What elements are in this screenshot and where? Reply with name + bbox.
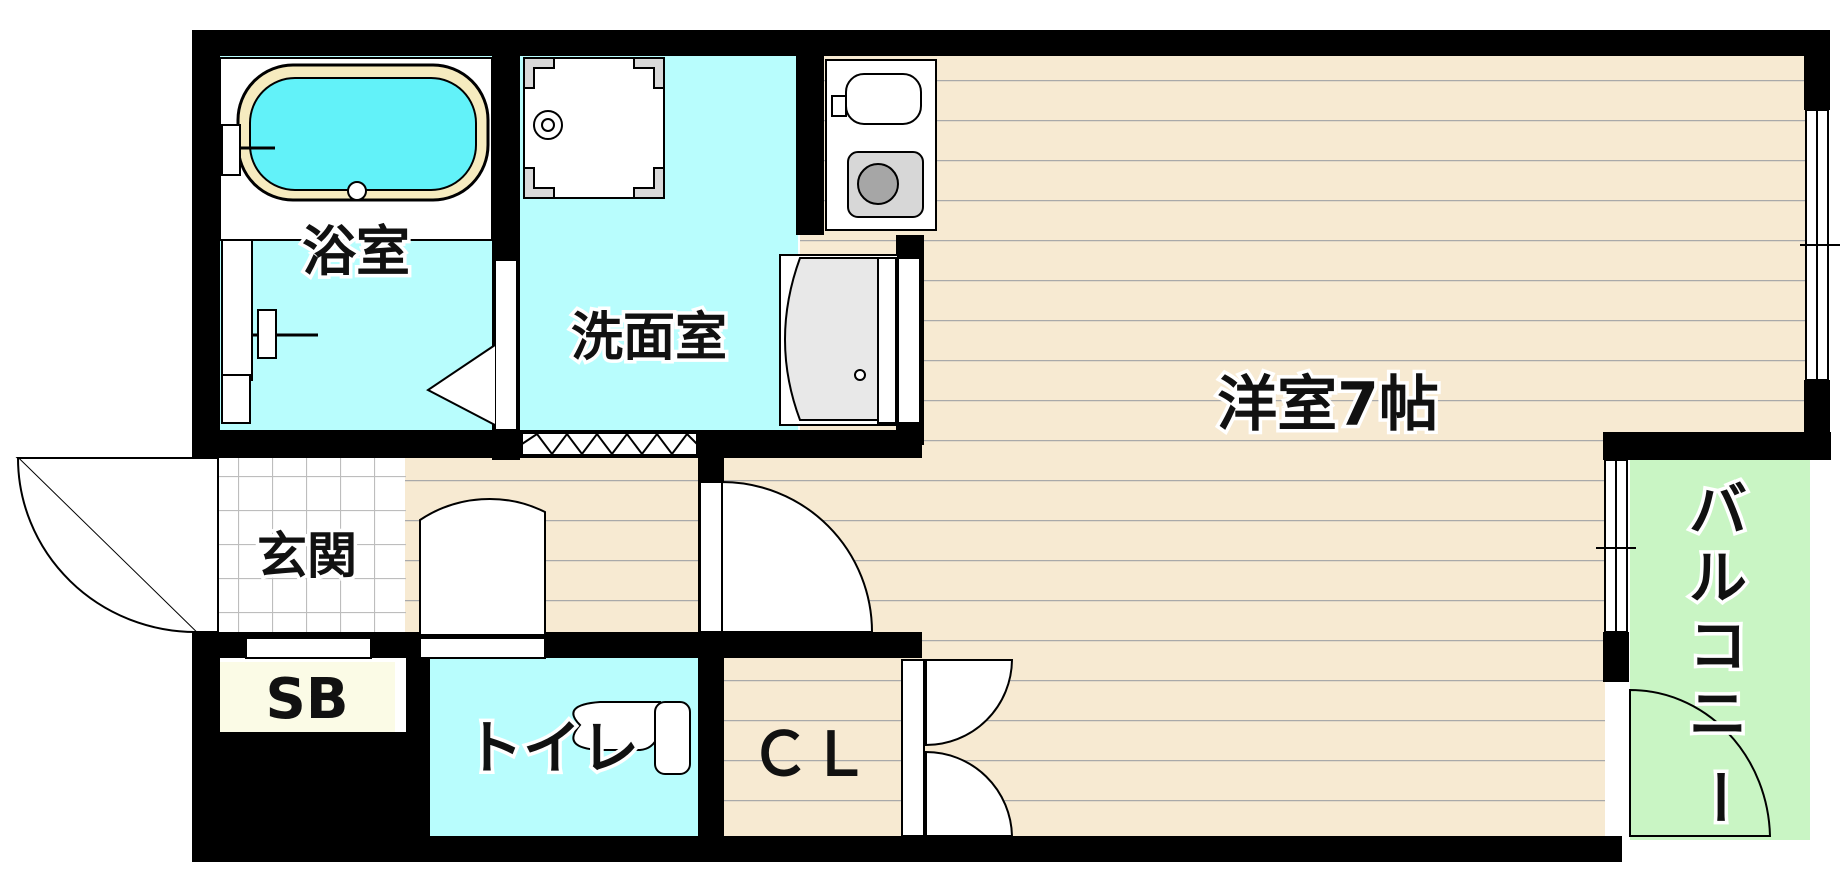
shoe-box-label: SB bbox=[265, 667, 348, 732]
entrance-floor bbox=[218, 455, 406, 635]
entrance-label: 玄関 bbox=[257, 527, 357, 585]
balcony-char-2: ル bbox=[1689, 544, 1747, 612]
vanity-sink bbox=[779, 254, 899, 426]
washroom-label: 洗面室 bbox=[571, 308, 727, 368]
closet-door-bottom[interactable] bbox=[925, 750, 1014, 837]
balcony-door[interactable] bbox=[1629, 688, 1772, 837]
balcony-char-5: ー bbox=[1685, 768, 1753, 826]
washing-machine-pan bbox=[523, 57, 665, 199]
shoe-box-fill bbox=[220, 662, 395, 732]
toilet-floor bbox=[420, 658, 698, 838]
bathtub bbox=[219, 57, 493, 424]
toilet-fixture bbox=[572, 701, 691, 775]
western-room-label: 洋室7帖 bbox=[1217, 370, 1439, 440]
room-labels: 浴室 洗面室 洋室7帖 玄関 SB トイレ ＣＬ バ ル コ ニ ー bbox=[254, 217, 1757, 830]
closet-door-top[interactable] bbox=[925, 659, 1014, 747]
kitchen bbox=[825, 59, 937, 231]
balcony-char-4: ニ bbox=[1689, 680, 1747, 748]
balcony-label: バ ル コ ニ ー bbox=[1682, 473, 1757, 830]
balcony-char-1: バ bbox=[1689, 476, 1747, 544]
bathroom-label: 浴室 bbox=[302, 220, 410, 283]
closet-label: ＣＬ bbox=[750, 720, 870, 790]
toilet-label: トイレ bbox=[465, 714, 639, 782]
doors bbox=[15, 344, 1772, 837]
floor-lines bbox=[800, 55, 1808, 435]
room-door[interactable] bbox=[721, 480, 874, 633]
toilet-door[interactable] bbox=[419, 498, 546, 636]
balcony-char-3: コ bbox=[1689, 612, 1747, 680]
